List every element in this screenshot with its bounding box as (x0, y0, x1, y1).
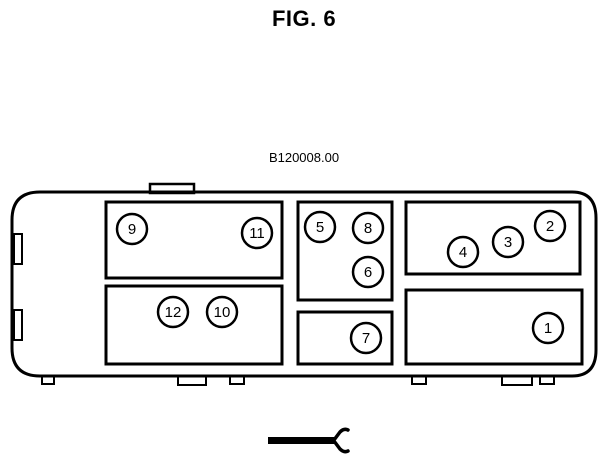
callout-8: 8 (351, 211, 385, 245)
callout-2: 2 (533, 209, 567, 243)
bottom-foot (229, 375, 245, 385)
callout-label: 6 (364, 264, 372, 281)
callout-5: 5 (303, 210, 337, 244)
compartment-upper-left (104, 200, 284, 280)
side-tab-lower (13, 309, 23, 341)
compartment-lower-left (104, 284, 284, 366)
callout-4: 4 (446, 235, 480, 269)
bottom-foot (539, 375, 555, 385)
callout-7: 7 (349, 321, 383, 355)
callout-label: 5 (316, 219, 324, 236)
callout-3: 3 (491, 225, 525, 259)
callout-11: 11 (240, 216, 274, 250)
callout-label: 10 (214, 304, 231, 321)
housing-outline (10, 190, 598, 378)
callout-label: 4 (459, 244, 467, 261)
side-tab-upper (13, 233, 23, 265)
callout-label: 12 (165, 304, 182, 321)
callout-1: 1 (531, 311, 565, 345)
callout-10: 10 (205, 295, 239, 329)
top-tab (148, 182, 196, 195)
callout-label: 3 (504, 234, 512, 251)
bottom-foot (501, 375, 533, 386)
callout-label: 1 (544, 320, 552, 337)
compartment-center-upper (296, 200, 394, 302)
callout-label: 9 (128, 221, 136, 238)
wrench-arrow-icon (268, 427, 350, 454)
callout-6: 6 (351, 255, 385, 289)
compartment-center-lower (296, 310, 394, 366)
callout-label: 8 (364, 220, 372, 237)
callout-label: 11 (249, 225, 265, 242)
compartment-upper-right (404, 200, 582, 276)
callout-label: 7 (362, 330, 370, 347)
bottom-foot (411, 375, 427, 385)
figure-title: FIG. 6 (271, 6, 337, 31)
callout-label: 2 (546, 218, 554, 235)
bottom-foot (177, 375, 207, 386)
compartment-lower-right (404, 288, 584, 366)
callout-12: 12 (156, 295, 190, 329)
bottom-foot (41, 375, 55, 385)
callout-9: 9 (115, 212, 149, 246)
figure-reference-code: B120008.00 (268, 150, 340, 165)
